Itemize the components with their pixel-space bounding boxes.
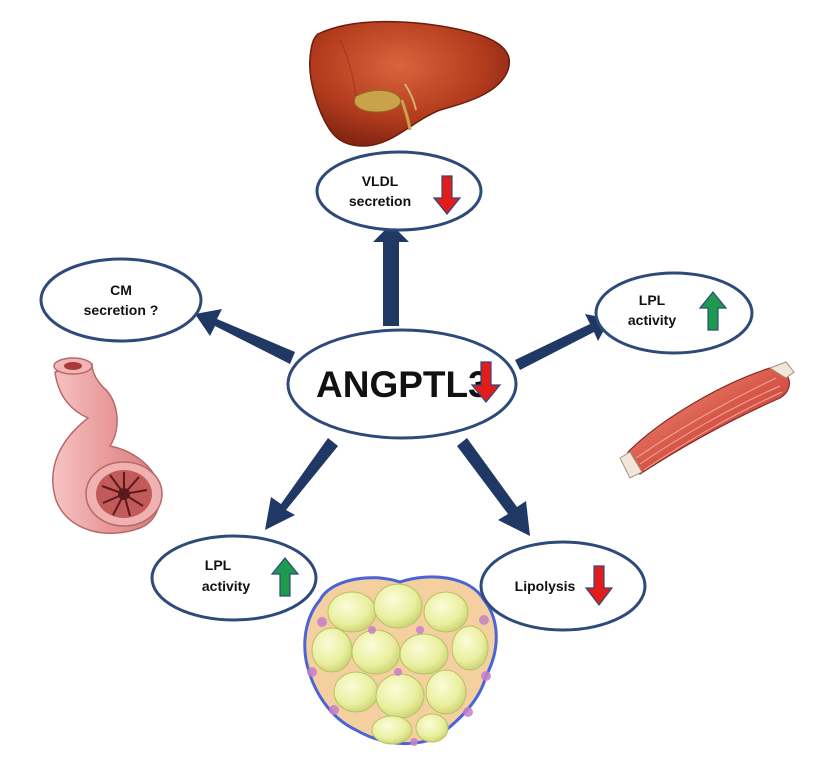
up-arrow-icon [270, 557, 300, 597]
adipose-lpl-line2: activity [202, 578, 250, 594]
muscle-lpl-line1: LPL [639, 292, 666, 308]
node-muscle-lpl-activity: LPL activity [594, 271, 754, 355]
node-cm-secretion: CM secretion ? [39, 257, 203, 343]
arrow-to-liver [373, 224, 409, 326]
down-arrow-icon [584, 565, 614, 606]
up-arrow-icon [698, 291, 728, 331]
vldl-line1: VLDL [362, 173, 399, 189]
arrow-to-adipose-lpl [265, 438, 338, 530]
center-label: ANGPTL3 [316, 364, 489, 405]
node-adipose-lpl-activity: LPL activity [150, 534, 318, 622]
liver-illustration [309, 20, 511, 147]
lipolysis-label: Lipolysis [515, 578, 576, 594]
cm-line2: secretion ? [84, 302, 159, 318]
vldl-line2: secretion [349, 193, 411, 209]
muscle-illustration [619, 361, 795, 479]
node-lipolysis: Lipolysis [479, 540, 647, 632]
arrow-to-intestine [195, 309, 295, 364]
muscle-lpl-line2: activity [628, 312, 676, 328]
down-arrow-icon [470, 361, 502, 403]
arrows [195, 224, 610, 536]
arrow-to-muscle [515, 314, 610, 370]
intestine-illustration [52, 357, 163, 535]
adipose-illustration [303, 575, 498, 746]
down-arrow-icon [432, 175, 462, 215]
cm-line1: CM [110, 282, 132, 298]
center-node: ANGPTL3 [286, 328, 518, 440]
adipose-lpl-line1: LPL [205, 557, 232, 573]
node-vldl-secretion: VLDL secretion [315, 150, 483, 232]
arrow-to-lipolysis [457, 438, 530, 536]
